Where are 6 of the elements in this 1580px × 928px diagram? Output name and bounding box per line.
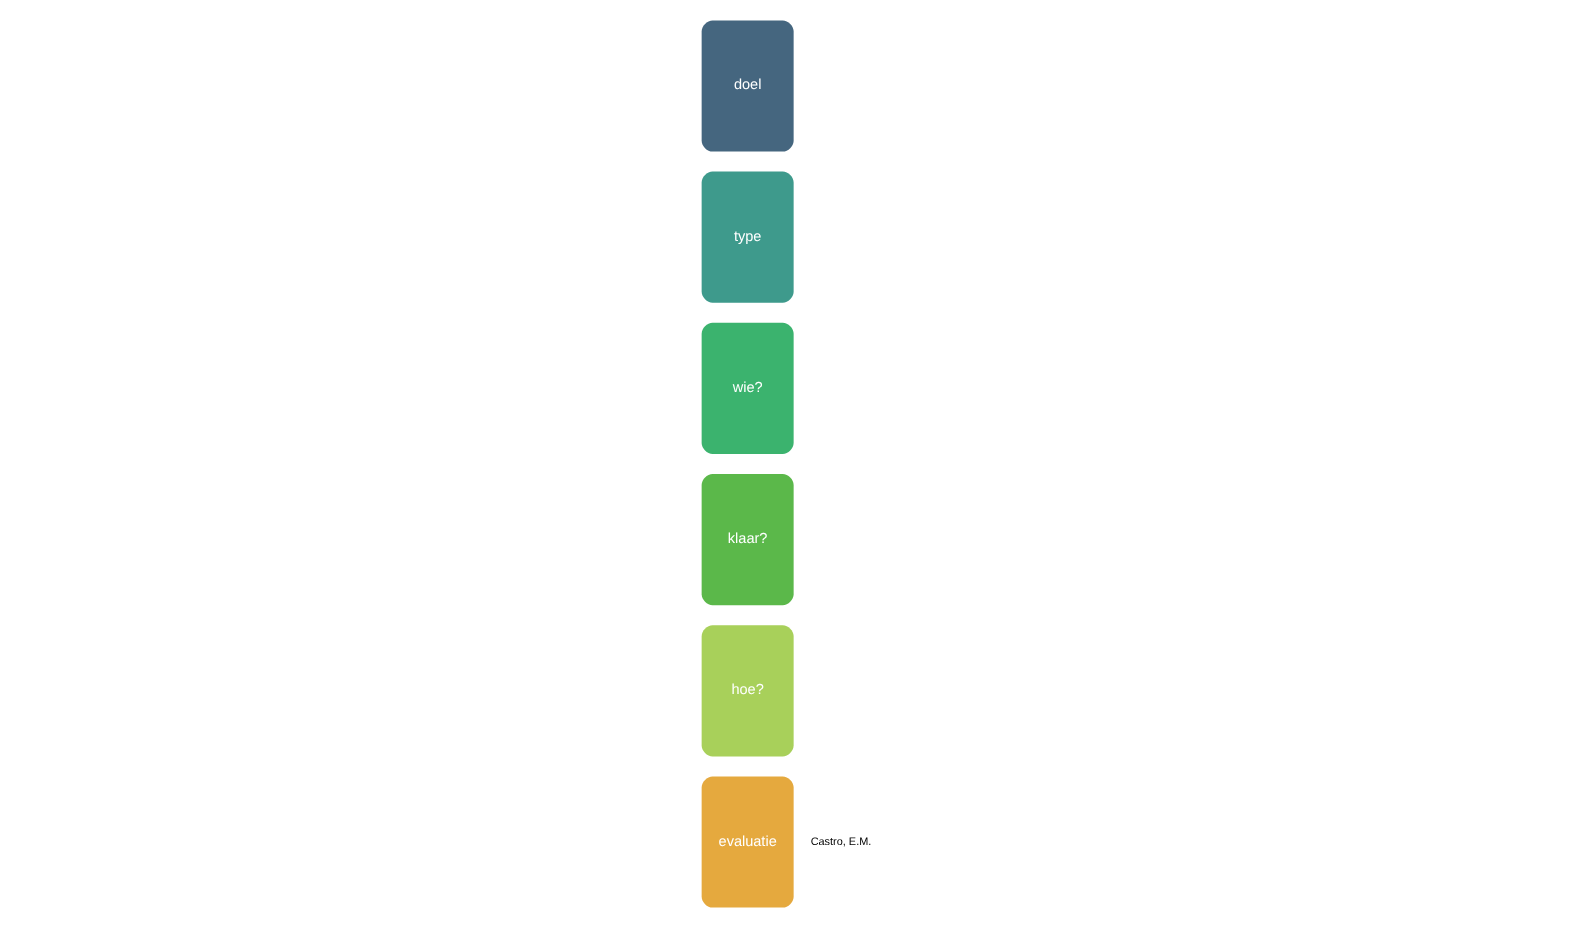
node-box: hoe? (701, 625, 794, 757)
node-box: type (701, 171, 794, 303)
node-box: wie? (701, 322, 794, 454)
node-box: evaluatie (701, 776, 794, 908)
node-box: klaar? (701, 474, 794, 606)
node-box: doel (701, 20, 794, 152)
